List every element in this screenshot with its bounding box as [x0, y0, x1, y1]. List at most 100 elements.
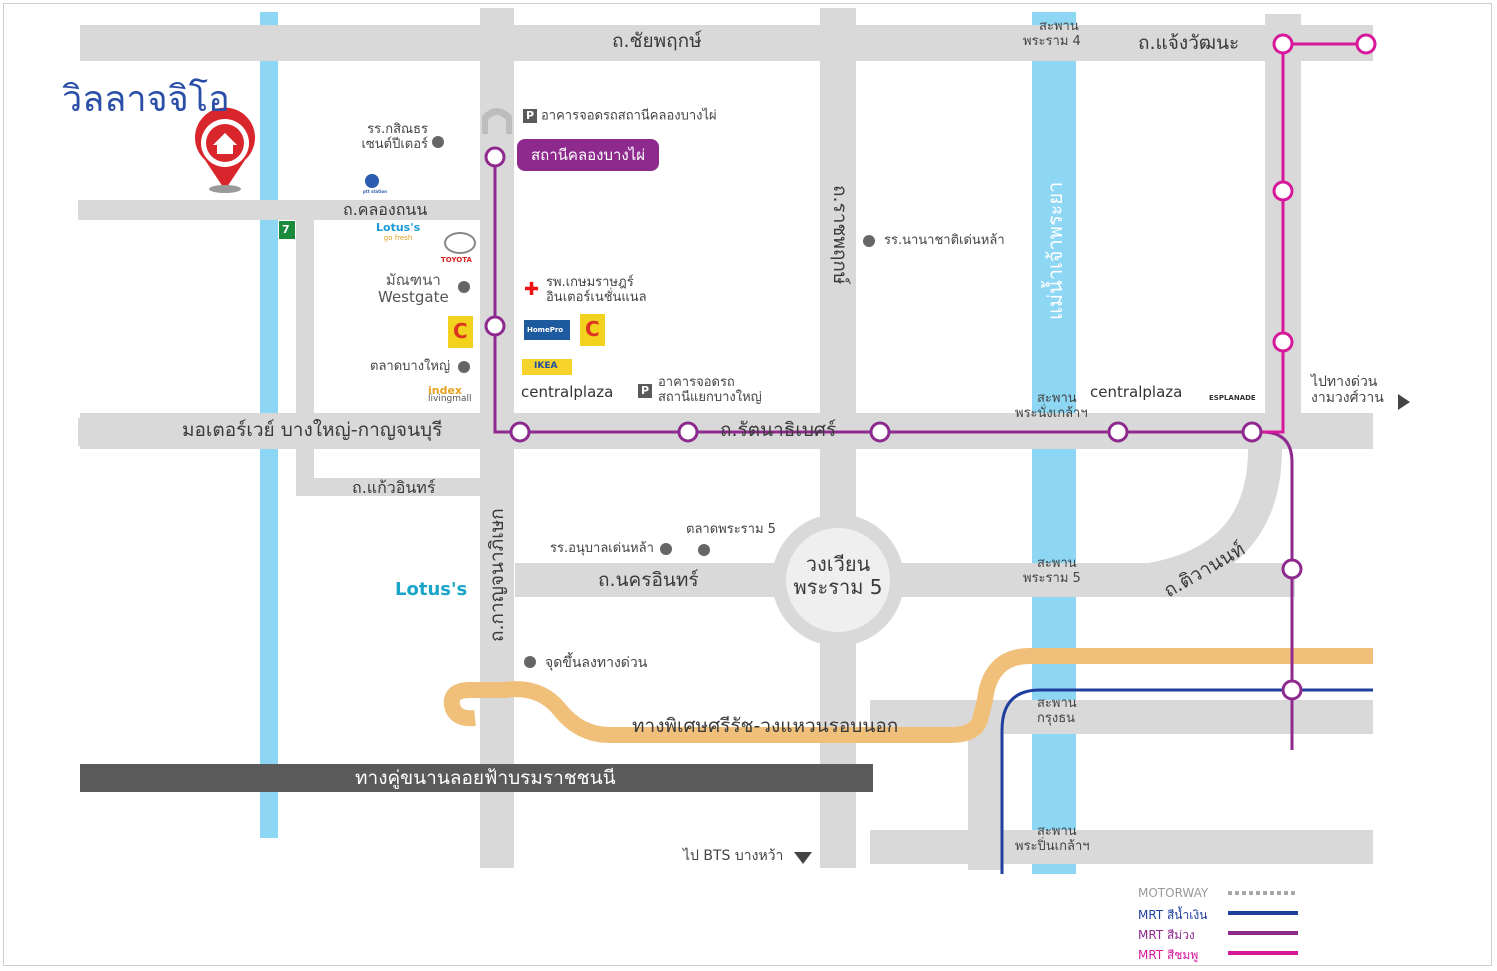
road-ring: ทางพิเศษศรีรัช-วงแหวนรอบนอก [632, 715, 899, 737]
place-dot [458, 281, 470, 293]
legend-mrt-blue: MRT สีน้ำเงิน [1138, 908, 1208, 922]
ikea-text: IKEA [534, 361, 558, 371]
place-parking-yaek: P อาคารจอดรถ สถานีแยกบางใหญ่ [638, 375, 762, 406]
place-parking-khlong: P อาคารจอดรถสถานีคลองบางไผ่ [523, 109, 717, 124]
lotus-small-sub: go fresh [383, 234, 413, 242]
place-expressway-line2: งามวงศ์วาน [1311, 390, 1384, 407]
place-expressway-line1: ไปทางด่วน [1311, 374, 1378, 390]
homepro-logo [524, 320, 570, 340]
place-kasemrad-line1: รพ.เกษมราษฎร์ [546, 275, 634, 290]
bridge-nangklao: สะพาน พระนั่งเกล้าฯ [1015, 391, 1088, 422]
seven-eleven-icon [279, 221, 295, 239]
parking-p-icon-2: P [638, 384, 652, 398]
station-tag-khlong-bang-phai[interactable]: สถานีคลองบางไผ่ [517, 139, 660, 171]
roundabout-line2: พระราม 5 [793, 575, 883, 599]
bridge-nangklao-line2: พระนั่งเกล้าฯ [1015, 405, 1088, 421]
big-c-icon-2 [580, 314, 605, 346]
place-kasemrad-line2: อินเตอร์เนชั่นแนล [546, 289, 647, 305]
index-sub: livingmall [428, 394, 472, 404]
lotus-big-logo: Lotus's [395, 579, 468, 600]
homepro-text: HomePro [527, 326, 564, 334]
road-kanchanaphisek: ถ.กาญจนาภิเษก [486, 508, 508, 642]
place-expressway-ngamwongwan: ไปทางด่วน งามวงศ์วาน [1311, 374, 1384, 406]
ptt-logo [365, 174, 379, 188]
big-c-text: C [453, 319, 468, 343]
place-nanachat: รร.นานาชาติเด่นหล้า [884, 233, 1005, 248]
road-chaiyaphruek: ถ.ชัยพฤกษ์ [612, 30, 702, 52]
place-westgate-line2: Westgate [378, 288, 449, 307]
river-label: แม่น้ำเจ้าพระยา [1043, 181, 1067, 320]
place-kasemrad: รพ.เกษมราษฎร์ อินเตอร์เนชั่นแนล [546, 275, 647, 306]
bridge-rama5: สะพาน พระราม 5 [1023, 556, 1081, 587]
ring-road-line [443, 648, 1373, 743]
place-anuban: รร.อนุบาลเด่นหล้า [550, 541, 654, 556]
bridge-rama5-line1: สะพาน [1037, 556, 1077, 571]
legend-mrt-pink: MRT สีชมพู [1138, 948, 1199, 962]
motorway-dashes [78, 418, 178, 446]
place-parking-yaek-line2: สถานีแยกบางใหญ่ [658, 389, 762, 405]
big-c-icon [448, 316, 473, 348]
toyota-logo [444, 232, 476, 254]
road-chaengwattana: ถ.แจ้งวัฒนะ [1138, 32, 1240, 54]
place-bts-bangwa: ไป BTS บางหว้า [683, 848, 784, 864]
road-khlong-thanon: ถ.คลองถนน [343, 200, 428, 219]
bridge-nangklao-line1: สะพาน [1037, 391, 1077, 406]
home-pin-icon [195, 107, 255, 193]
place-talat-bangyai: ตลาดบางใหญ่ [370, 359, 451, 374]
bridge-pinklao-line1: สะพาน [1037, 824, 1077, 839]
bridge-krungthon-line2: กรุงธน [1037, 710, 1076, 726]
lotus-small-logo: Lotus's go fresh [376, 221, 420, 242]
roundabout-label: วงเวียน พระราม 5 [790, 553, 886, 599]
road-boromratchonnani: ทางคู่ขนานลอยฟ้าบรมราชชนนี [355, 767, 616, 789]
legend-lines [1228, 891, 1298, 955]
road-ratchaphruek: ถ.ราชพฤกษ์ [829, 185, 851, 285]
bridge-pinklao-line2: พระปิ่นเกล้าฯ [1015, 838, 1090, 854]
map-frame [3, 3, 1492, 966]
station-arch-icon [482, 108, 512, 134]
station-markers [484, 33, 1377, 701]
road-motorway: มอเตอร์เวย์ บางใหญ่-กาญจนบุรี [182, 419, 443, 441]
place-westgate-line1: มัณฑนา [385, 271, 441, 289]
road-kaew-in: ถ.แก้วอินทร์ [352, 478, 436, 497]
place-parking-yaek-line1: อาคารจอดรถ [658, 375, 735, 390]
centralplaza-logo-2: centralplaza [1090, 383, 1183, 401]
road-nakhon-in: ถ.นครอินทร์ [598, 569, 699, 591]
legend-mrt-purple: MRT สีม่วง [1138, 928, 1195, 942]
place-kasintorn: รร.กสิณธร เซนต์ปีเตอร์ [360, 122, 428, 153]
project-title: วิลลาจจิโอ [62, 79, 230, 120]
bridge-rama4-line2: พระราม 4 [1023, 33, 1081, 49]
bridge-pinklao: สะพาน พระปิ่นเกล้าฯ [1015, 824, 1090, 855]
place-parking-khlong-text: อาคารจอดรถสถานีคลองบางไผ่ [541, 108, 717, 124]
esplanade-logo: ESPLANADE [1209, 394, 1256, 402]
ptt-text: ptt station [363, 189, 387, 194]
place-westgate: มัณฑนา Westgate [378, 271, 449, 307]
roundabout-inner [786, 528, 890, 632]
roundabout-line1: วงเวียน [805, 552, 871, 576]
place-kasintorn-line2: เซนต์ปีเตอร์ [361, 136, 428, 152]
legend-motorway: MOTORWAY [1138, 886, 1209, 900]
expressway-arrow-icon [1398, 394, 1410, 410]
boromratchonnani-bar [80, 764, 873, 792]
bts-arrow-icon [794, 852, 812, 864]
centralplaza-logo: centralplaza [521, 383, 614, 401]
parking-p-icon: P [523, 109, 537, 123]
mrt-pink-line [1252, 42, 1366, 434]
tiwanon-curve [1146, 448, 1282, 597]
bridge-rama4: สะพาน พระราม 4 [1023, 19, 1081, 50]
bridge-rama5-line2: พระราม 5 [1023, 570, 1081, 586]
index-text: index [428, 384, 463, 397]
place-dot [698, 544, 710, 556]
place-talat-rama5: ตลาดพระราม 5 [686, 522, 776, 537]
toyota-text: TOYOTA [441, 256, 472, 264]
place-kasintorn-line1: รร.กสิณธร [367, 122, 428, 137]
bridge-krungthon: สะพาน กรุงธน [1037, 696, 1077, 727]
place-dot [863, 235, 875, 247]
bridge-rama4-line1: สะพาน [1039, 19, 1079, 34]
place-dot [458, 361, 470, 373]
ikea-logo [522, 359, 572, 375]
bridge-krungthon-line1: สะพาน [1037, 696, 1077, 711]
place-dot [524, 656, 536, 668]
seven-text: 7 [282, 223, 290, 236]
place-dot [660, 543, 672, 555]
